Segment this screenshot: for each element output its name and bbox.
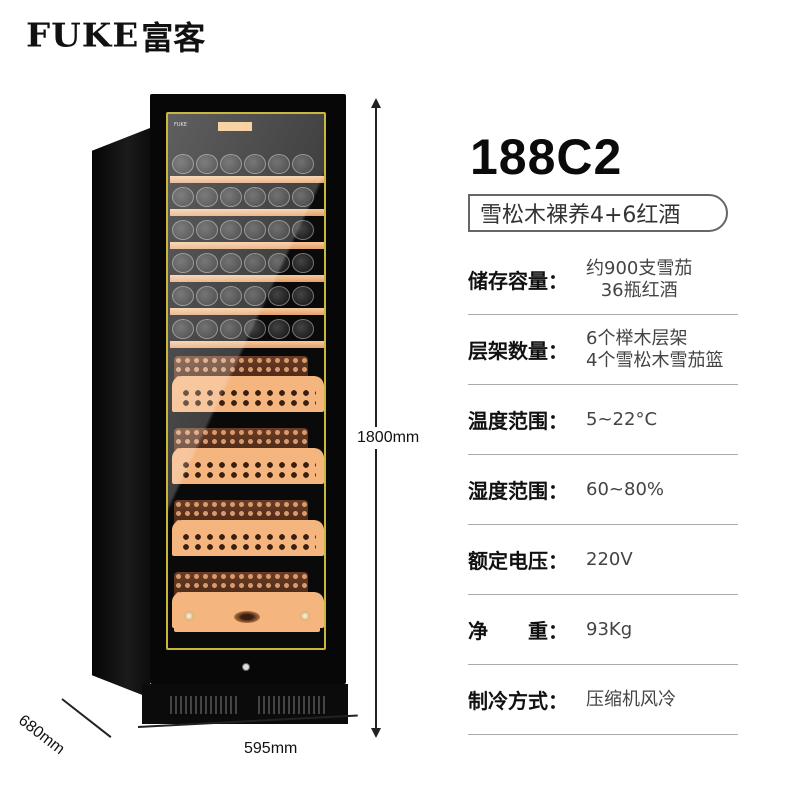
cabinet-door: FUKE [150, 94, 346, 684]
cigar-drawer [170, 356, 324, 422]
spec-label: 层架数量： [468, 339, 568, 363]
height-label: 1800mm [357, 427, 420, 449]
cigar-drawer [170, 500, 324, 566]
model-subtitle: 雪松木裸养4+6红酒 [480, 203, 681, 228]
cabinet-side [92, 128, 150, 698]
vent-grill [170, 696, 238, 714]
spec-value: 93Kg [586, 618, 633, 640]
spec-row-capacity: 储存容量： 约900支雪茄 36瓶红酒 [468, 245, 738, 315]
wine-shelf [170, 317, 324, 350]
spec-label: 额定电压： [468, 549, 568, 573]
brand-chinese: 富客 [141, 19, 206, 57]
lock-icon [242, 663, 250, 671]
model-number: 188C2 [470, 129, 623, 185]
vent-icon [234, 611, 260, 623]
spec-row-voltage: 额定电压： 220V [468, 525, 738, 595]
humidity-control-panel [174, 602, 320, 632]
width-label: 595mm [244, 740, 298, 758]
vent-grill [258, 696, 326, 714]
knob-icon [300, 611, 310, 621]
spec-value: 约900支雪茄 36瓶红酒 [586, 257, 693, 301]
spec-value: 压缩机风冷 [586, 688, 676, 710]
spec-value: 60~80% [586, 478, 664, 500]
spec-row-cooling: 制冷方式： 压缩机风冷 [468, 665, 738, 735]
cabinet-image: FUKE [0, 0, 360, 760]
wine-shelf [170, 284, 324, 317]
spec-label: 制冷方式： [468, 689, 568, 713]
model-subtitle-badge: 雪松木裸养4+6红酒 [468, 194, 728, 232]
spec-label: 湿度范围： [468, 479, 568, 503]
spec-label: 净 重： [468, 619, 568, 643]
glass-door: FUKE [166, 112, 326, 650]
height-dimension-line [371, 98, 381, 738]
knob-icon [184, 611, 194, 621]
spec-row-temperature: 温度范围： 5~22°C [468, 385, 738, 455]
door-logo: FUKE [174, 122, 187, 128]
spec-row-weight: 净 重： 93Kg [468, 595, 738, 665]
wine-shelf [170, 185, 324, 218]
cigar-drawer [170, 428, 324, 494]
spec-table: 储存容量： 约900支雪茄 36瓶红酒 层架数量： 6个榉木层架 4个雪松木雪茄… [468, 245, 738, 735]
wine-shelf [170, 251, 324, 284]
wine-shelf [170, 218, 324, 251]
brand-logo: FUKE 富客 [26, 16, 206, 57]
spec-row-shelves: 层架数量： 6个榉木层架 4个雪松木雪茄篮 [468, 315, 738, 385]
spec-value: 6个榉木层架 4个雪松木雪茄篮 [586, 327, 724, 371]
spec-row-humidity: 湿度范围： 60~80% [468, 455, 738, 525]
spec-value: 5~22°C [586, 408, 658, 430]
spec-label: 温度范围： [468, 409, 568, 433]
temperature-display [218, 122, 252, 131]
brand-latin: FUKE [26, 17, 140, 55]
wine-shelf [170, 152, 324, 185]
spec-label: 储存容量： [468, 269, 568, 293]
spec-value: 220V [586, 548, 633, 570]
wine-shelves [170, 152, 324, 638]
